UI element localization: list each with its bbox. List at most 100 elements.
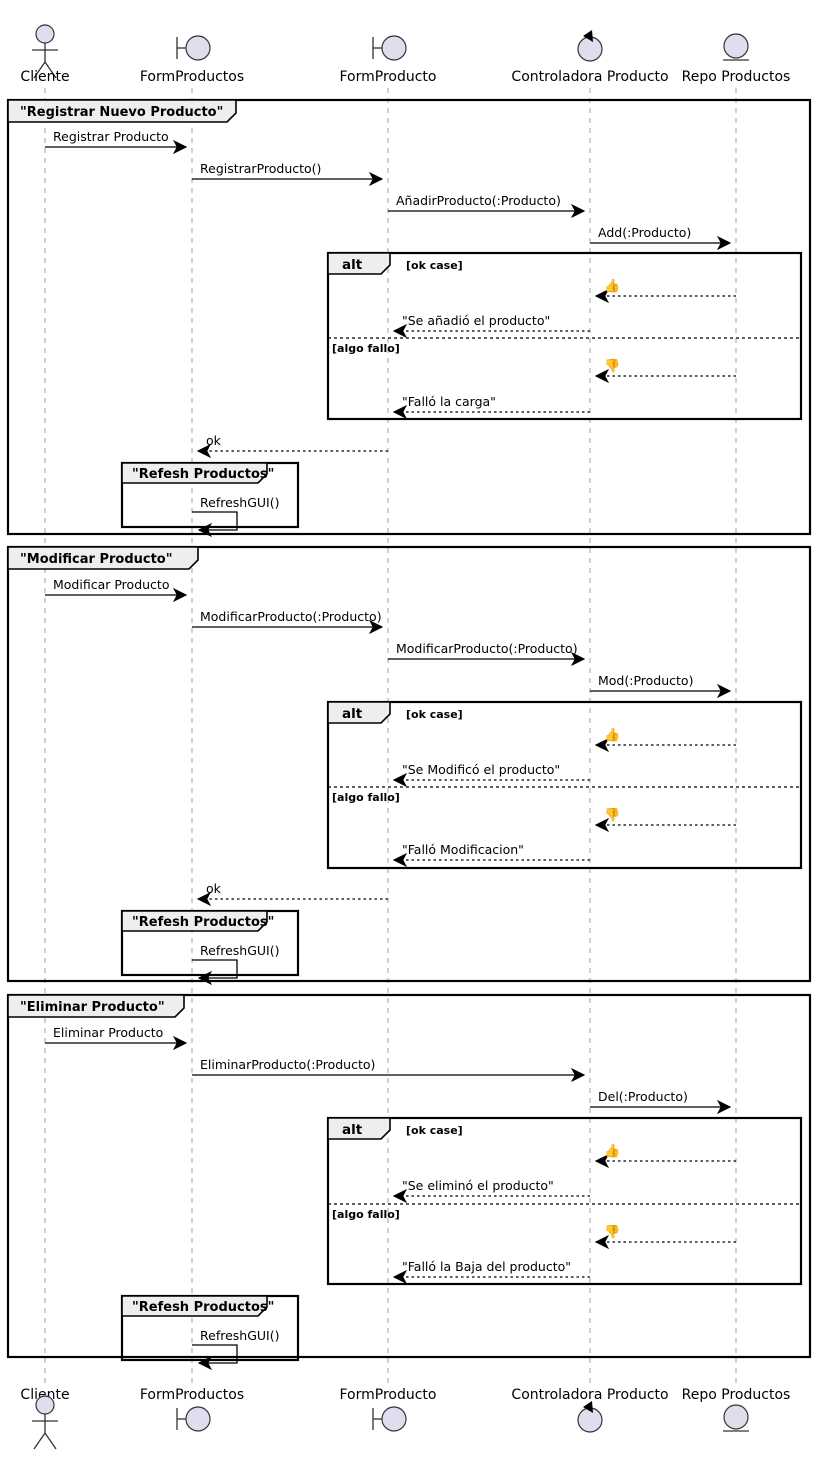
frame-modificar-message-1: ModificarProducto(:Producto) bbox=[192, 609, 384, 635]
frame-eliminar-alt-guard-1: [algo fallo] bbox=[332, 1208, 400, 1221]
frame-registrar-after-message-0-label: ok bbox=[206, 433, 222, 448]
frame-modificar-message-2: ModificarProducto(:Producto) bbox=[388, 641, 586, 667]
frame-eliminar-alt-op0-message-0-label: 👍 bbox=[604, 1143, 620, 1159]
frame-modificar-alt-op1-message-1: "Falló Modificacion" bbox=[392, 842, 590, 868]
frame-eliminar-alt-fragment: alt[ok case][algo fallo] bbox=[326, 1116, 803, 1286]
frame-registrar-label: "Registrar Nuevo Producto" bbox=[20, 105, 223, 120]
participant-icon-cliente bbox=[32, 24, 58, 79]
boundary-circle-icon bbox=[381, 35, 407, 61]
frame-refresh-2-label: "Refesh Productos" bbox=[132, 915, 274, 930]
frame-registrar-border bbox=[6, 98, 812, 536]
frame-modificar-alt-op0-message-1-label: "Se Modificó el producto" bbox=[402, 762, 560, 777]
footer-participant-label-formproductos: FormProductos bbox=[140, 1387, 244, 1403]
footer-participant-label-cliente: Cliente bbox=[20, 1387, 69, 1403]
frame-refresh-3-header bbox=[121, 1295, 268, 1317]
frame-eliminar-message-0: Eliminar Producto bbox=[45, 1025, 188, 1051]
participant-label-cliente: Cliente bbox=[20, 69, 69, 85]
frame-registrar-alt-op1-message-0-label: 👎 bbox=[604, 358, 620, 374]
frame-registrar-alt-op0-message-1-label: "Se añadió el producto" bbox=[402, 313, 550, 328]
frame-refresh-3-self-message-label: RefreshGUI() bbox=[200, 1328, 279, 1343]
frame-modificar-alt-fragment: alt[ok case][algo fallo] bbox=[326, 700, 803, 870]
actor-leg-right-icon bbox=[44, 1432, 57, 1450]
control-arrow-icon bbox=[583, 1401, 593, 1413]
frame-modificar-header bbox=[7, 546, 199, 570]
participant-label-controladora: Controladora Producto bbox=[511, 69, 668, 85]
frame-registrar-message-1: RegistrarProducto() bbox=[192, 161, 384, 187]
frame-refresh-1-self-message-label: RefreshGUI() bbox=[200, 495, 279, 510]
participant-label-repo: Repo Productos bbox=[682, 69, 791, 85]
frame-refresh-2-header bbox=[121, 910, 268, 932]
frame-modificar-message-1-label: ModificarProducto(:Producto) bbox=[200, 609, 382, 624]
frame-modificar-alt-op1-message-0: 👎 bbox=[594, 807, 736, 833]
footer-participant-label-formproducto: FormProducto bbox=[340, 1387, 437, 1403]
participant-icon-formproducto bbox=[372, 1406, 407, 1432]
frame-modificar-border bbox=[6, 545, 812, 983]
frame-modificar-message-0-label: Modificar Producto bbox=[53, 577, 169, 592]
frame-refresh-3-self-message: RefreshGUI() bbox=[192, 1328, 279, 1371]
frame-registrar-alt-op0-message-1: "Se añadió el producto" bbox=[392, 313, 590, 339]
frame-registrar-message-2: AñadirProducto(:Producto) bbox=[388, 193, 586, 219]
frame-refresh-1-header bbox=[121, 462, 268, 484]
frame-refresh-2-self-message-line bbox=[192, 959, 238, 986]
frame-registrar-message-0: Registrar Producto bbox=[45, 129, 188, 155]
participant-icon-repo bbox=[723, 33, 749, 61]
frame-eliminar-message-1-label: EliminarProducto(:Producto) bbox=[200, 1057, 375, 1072]
frame-modificar: "Modificar Producto" bbox=[6, 545, 812, 983]
frame-eliminar-alt-op1-message-0: 👎 bbox=[594, 1224, 736, 1250]
frame-modificar-alt-op1-message-1-label: "Falló Modificacion" bbox=[402, 842, 524, 857]
frame-eliminar-message-1: EliminarProducto(:Producto) bbox=[192, 1057, 586, 1083]
frame-refresh-2: "Refesh Productos" bbox=[120, 909, 300, 977]
footer-participant-label-controladora: Controladora Producto bbox=[511, 1387, 668, 1403]
frame-registrar-message-0-label: Registrar Producto bbox=[53, 129, 169, 144]
frame-eliminar: "Eliminar Producto" bbox=[6, 993, 812, 1359]
control-arrow-icon bbox=[583, 30, 593, 42]
frame-modificar-alt-guard-0: [ok case] bbox=[406, 708, 463, 721]
participant-icon-controladora bbox=[577, 1401, 603, 1433]
frame-registrar-alt-border bbox=[326, 251, 803, 421]
frame-registrar-alt-op0-message-0: 👍 bbox=[594, 278, 736, 304]
frame-registrar: "Registrar Nuevo Producto" bbox=[6, 98, 812, 536]
actor-leg-right-icon bbox=[44, 61, 57, 79]
frame-modificar-message-2-label: ModificarProducto(:Producto) bbox=[396, 641, 578, 656]
entity-circle-icon bbox=[723, 1404, 749, 1430]
frame-refresh-1-label: "Refesh Productos" bbox=[132, 467, 274, 482]
frame-eliminar-alt-guard-0: [ok case] bbox=[406, 1124, 463, 1137]
frame-eliminar-alt-header bbox=[327, 1117, 391, 1140]
frame-eliminar-message-0-label: Eliminar Producto bbox=[53, 1025, 163, 1040]
frame-refresh-1-self-message: RefreshGUI() bbox=[192, 495, 279, 538]
frame-eliminar-alt-op1-message-0-label: 👎 bbox=[604, 1224, 620, 1240]
frame-modificar-alt-op1-message-0-label: 👎 bbox=[604, 807, 620, 823]
entity-circle-icon bbox=[723, 33, 749, 59]
frame-eliminar-alt-op0-message-1-label: "Se eliminó el producto" bbox=[402, 1178, 554, 1193]
frame-modificar-alt-op0-message-0-label: 👍 bbox=[604, 727, 620, 743]
frame-modificar-after-message-0: ok bbox=[196, 881, 388, 907]
frame-modificar-alt-border bbox=[326, 700, 803, 870]
boundary-circle-icon bbox=[185, 35, 211, 61]
frame-eliminar-alt-op0-message-1: "Se eliminó el producto" bbox=[392, 1178, 590, 1204]
frame-refresh-3-self-message-line bbox=[192, 1344, 238, 1371]
participant-icon-repo bbox=[723, 1404, 749, 1432]
frame-registrar-alt-header bbox=[327, 252, 391, 275]
frame-registrar-header bbox=[7, 99, 237, 123]
frame-registrar-alt-op1-message-1: "Falló la carga" bbox=[392, 394, 590, 420]
boundary-circle-icon bbox=[185, 1406, 211, 1432]
frame-modificar-alt-guard-1: [algo fallo] bbox=[332, 791, 400, 804]
frame-eliminar-message-2-label: Del(:Producto) bbox=[598, 1089, 688, 1104]
frame-registrar-after-message-0: ok bbox=[196, 433, 388, 459]
participant-icon-controladora bbox=[577, 30, 603, 62]
frame-eliminar-header bbox=[7, 994, 185, 1018]
frame-eliminar-alt-op1-message-1: "Falló la Baja del producto" bbox=[392, 1259, 590, 1285]
frame-modificar-after-message-0-label: ok bbox=[206, 881, 222, 896]
frame-registrar-message-2-label: AñadirProducto(:Producto) bbox=[396, 193, 561, 208]
control-circle-icon bbox=[577, 1407, 603, 1433]
footer-participant-label-repo: Repo Productos bbox=[682, 1387, 791, 1403]
frame-refresh-2-self-message: RefreshGUI() bbox=[192, 943, 279, 986]
frame-registrar-alt-op1-message-0: 👎 bbox=[594, 358, 736, 384]
frame-modificar-message-0: Modificar Producto bbox=[45, 577, 188, 603]
frame-refresh-1-self-message-line bbox=[192, 511, 238, 538]
actor-leg-left-icon bbox=[33, 61, 46, 79]
frame-refresh-2-self-message-label: RefreshGUI() bbox=[200, 943, 279, 958]
frame-registrar-alt-guard-0: [ok case] bbox=[406, 259, 463, 272]
actor-head-icon bbox=[35, 24, 55, 44]
